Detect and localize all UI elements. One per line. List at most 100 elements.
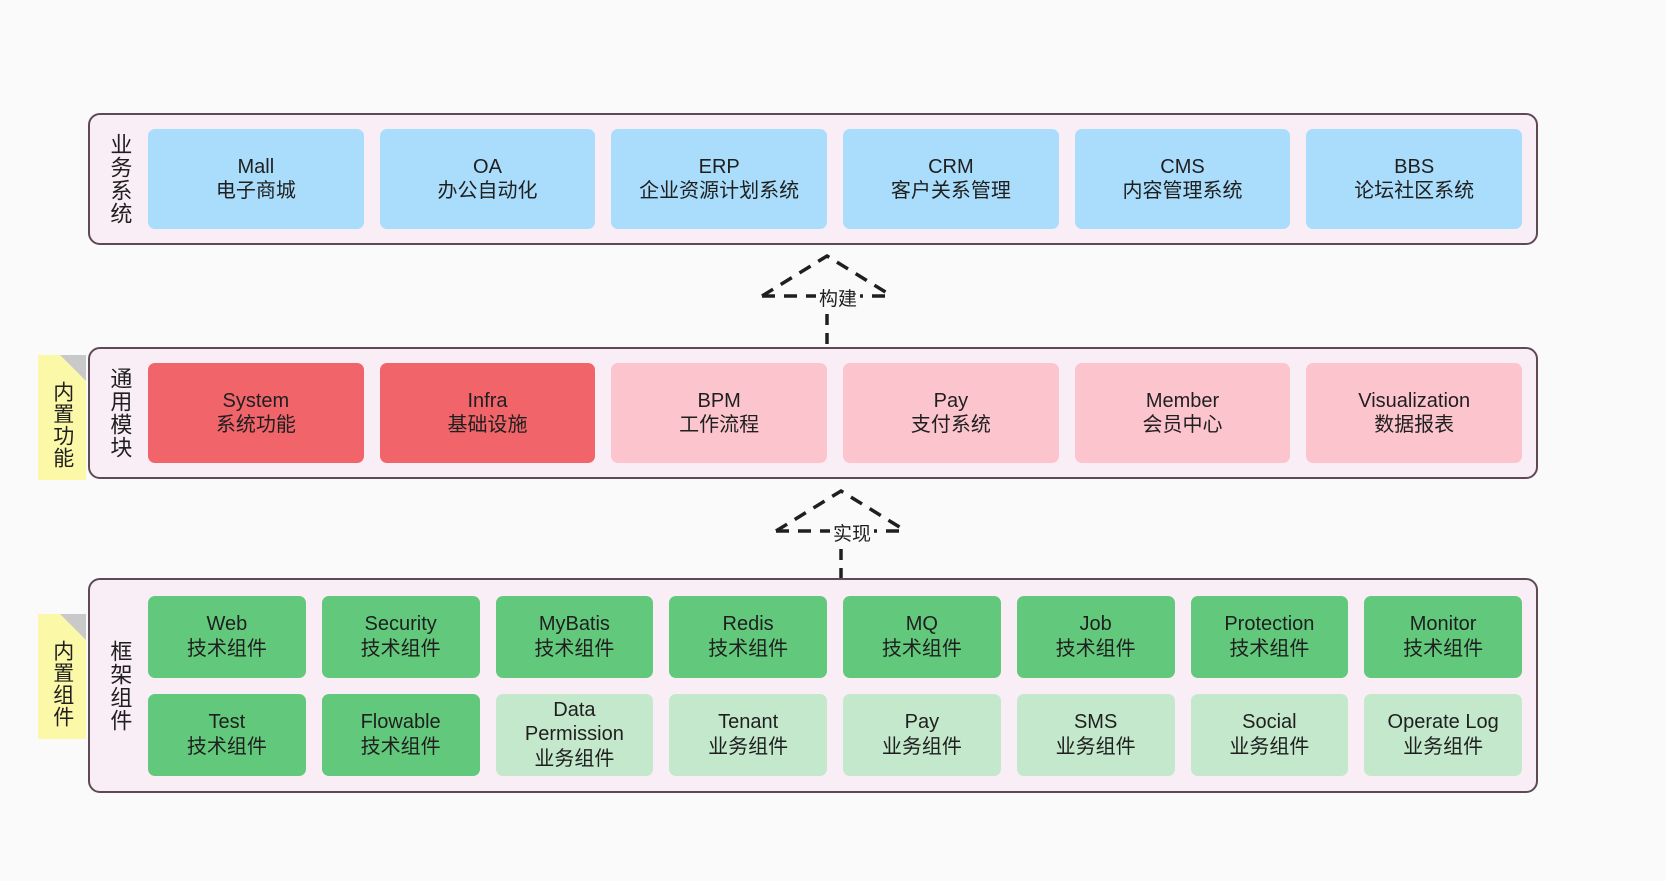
module-card-name: OA bbox=[473, 155, 502, 178]
module-card-desc: 业务组件 bbox=[1055, 735, 1136, 758]
module-card-name: System bbox=[222, 389, 290, 412]
connector-build-arrowhead bbox=[761, 253, 893, 298]
module-card-desc: 内容管理系统 bbox=[1122, 180, 1243, 202]
layer-title-framework-components: 框架组件 bbox=[107, 639, 133, 732]
module-card-desc: 技术组件 bbox=[360, 735, 441, 758]
module-card-name: Member bbox=[1145, 389, 1220, 412]
module-card-name: Test bbox=[208, 711, 246, 734]
module-card-desc: 技术组件 bbox=[186, 637, 267, 660]
module-card-name: Pay bbox=[904, 711, 940, 734]
module-card-name: Monitor bbox=[1409, 613, 1477, 636]
module-card-desc: 会员中心 bbox=[1142, 414, 1223, 436]
connector-build-label: 构建 bbox=[816, 284, 861, 311]
module-card-name: Data Permission bbox=[524, 698, 624, 746]
connector-implement-arrowhead bbox=[775, 488, 907, 533]
module-card-name: CRM bbox=[928, 155, 974, 178]
module-card-name: BBS bbox=[1394, 155, 1435, 178]
module-card-desc: 技术组件 bbox=[1055, 637, 1136, 660]
module-card-desc: 电子商城 bbox=[215, 180, 296, 202]
module-card-desc: 企业资源计划系统 bbox=[639, 180, 800, 202]
sticky-note-builtin-features: 内置功能 bbox=[38, 355, 86, 480]
module-card-name: Mall bbox=[237, 155, 275, 178]
module-card-name: Web bbox=[206, 613, 248, 636]
connector-implement: 实现 bbox=[766, 483, 926, 583]
module-card-name: Flowable bbox=[360, 711, 441, 734]
module-card-desc: 技术组件 bbox=[360, 637, 441, 660]
sticky-note-builtin-components: 内置组件 bbox=[38, 614, 86, 739]
module-card-name: Infra bbox=[467, 389, 508, 412]
module-card-name: Visualization bbox=[1358, 389, 1471, 412]
module-card-name: MyBatis bbox=[538, 613, 610, 636]
module-card-desc: 业务组件 bbox=[1229, 735, 1310, 758]
module-card-desc: 业务组件 bbox=[708, 735, 789, 758]
module-card-name: Tenant bbox=[718, 711, 779, 734]
module-card-desc: 技术组件 bbox=[186, 735, 267, 758]
module-card-desc: 工作流程 bbox=[679, 414, 760, 436]
module-card-desc: 数据报表 bbox=[1374, 414, 1455, 436]
module-card-name: Job bbox=[1079, 613, 1112, 636]
module-card-name: MQ bbox=[905, 613, 938, 636]
module-card-desc: 论坛社区系统 bbox=[1354, 180, 1475, 202]
module-card-name: ERP bbox=[698, 155, 740, 178]
module-card-desc: 技术组件 bbox=[1403, 637, 1484, 660]
module-card-name: Operate Log bbox=[1387, 711, 1499, 734]
module-card-desc: 业务组件 bbox=[881, 735, 962, 758]
module-card-name: Protection bbox=[1224, 613, 1315, 636]
module-card-desc: 客户关系管理 bbox=[890, 180, 1011, 202]
module-card-desc: 技术组件 bbox=[534, 637, 615, 660]
module-card-desc: 业务组件 bbox=[1403, 735, 1484, 758]
connector-implement-label: 实现 bbox=[830, 519, 875, 546]
layer-title-common-modules: 通用模块 bbox=[107, 367, 133, 459]
module-card-desc: 技术组件 bbox=[708, 637, 789, 660]
module-card-desc: 业务组件 bbox=[534, 747, 615, 770]
module-card-name: Redis bbox=[722, 613, 774, 636]
module-card-name: CMS bbox=[1160, 155, 1205, 178]
layer-title-business-systems: 业务系统 bbox=[107, 133, 133, 225]
module-card-desc: 支付系统 bbox=[910, 414, 991, 436]
module-card-desc: 系统功能 bbox=[215, 414, 296, 436]
module-card-desc: 办公自动化 bbox=[437, 180, 538, 202]
connector-build: 构建 bbox=[752, 248, 912, 348]
module-card-desc: 技术组件 bbox=[881, 637, 962, 660]
module-card-name: Pay bbox=[933, 389, 969, 412]
